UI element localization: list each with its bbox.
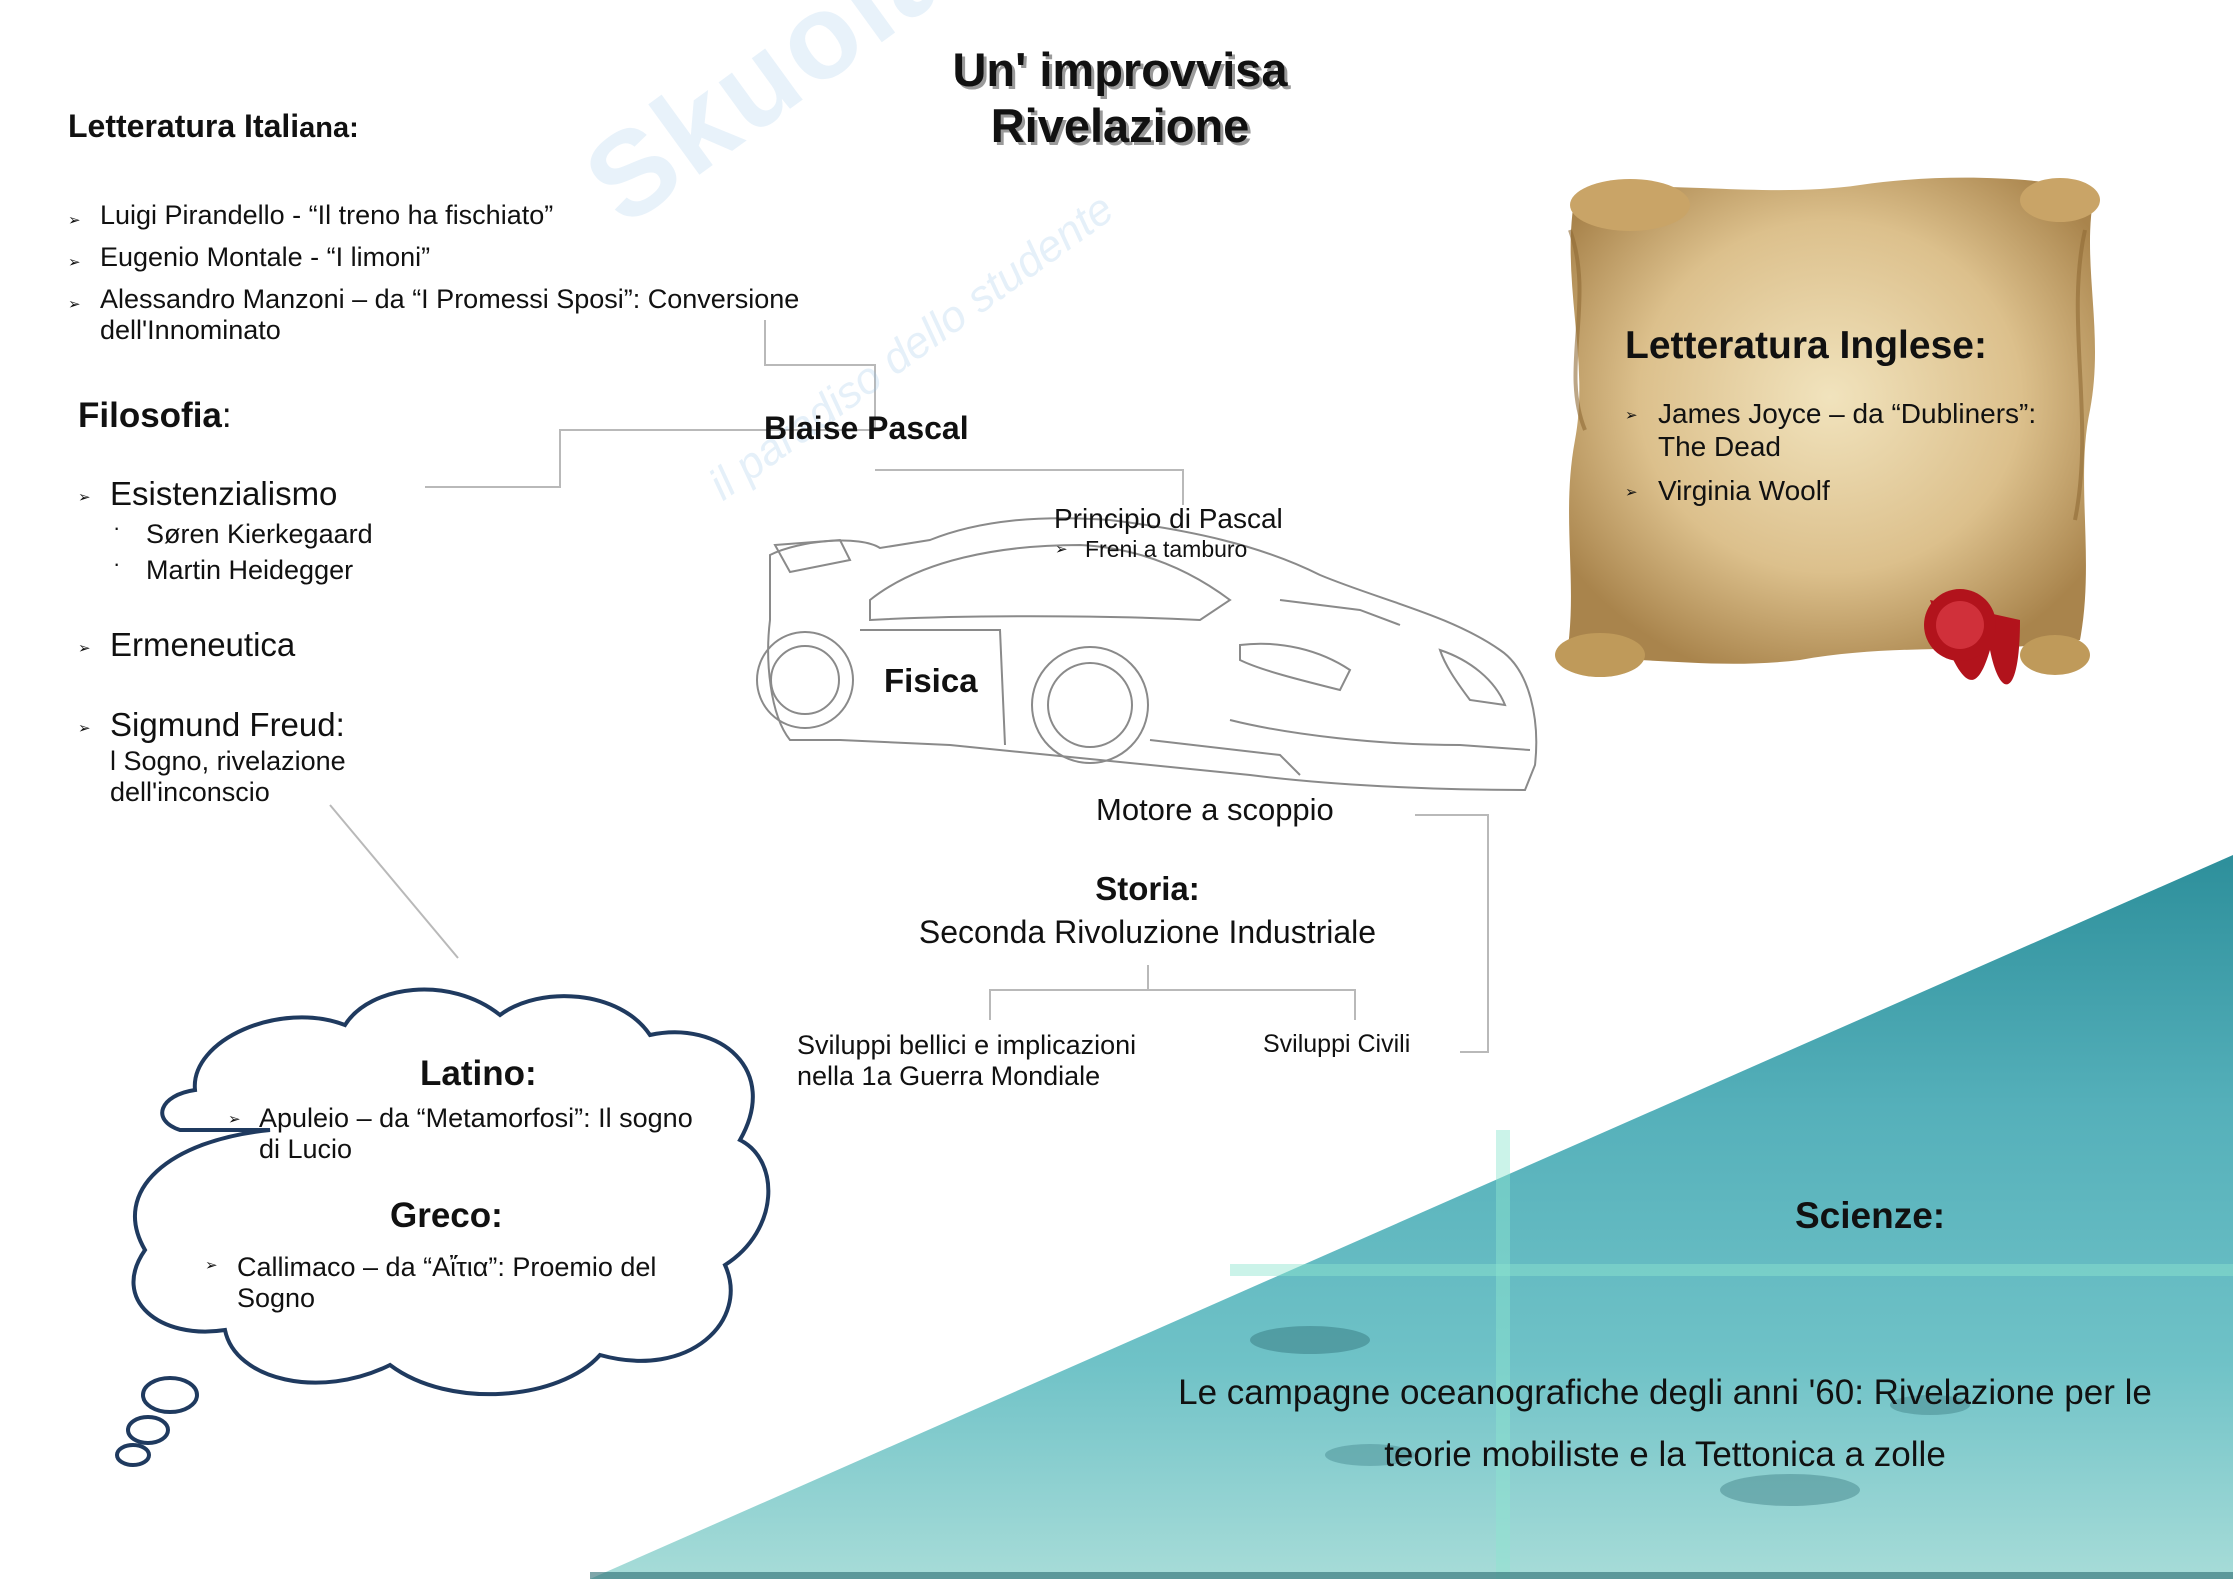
arrow-bullet-icon: ➢ [1625, 483, 1638, 501]
arrow-bullet-icon: ➢ [205, 1256, 218, 1274]
arrow-bullet-icon: ➢ [228, 1110, 241, 1128]
greco-item-line1: Callimaco – da “Aἴτια”: Proemio del [237, 1252, 656, 1283]
arrow-bullet-icon: ➢ [68, 247, 81, 278]
arrow-bullet-icon: ➢ [1625, 406, 1638, 424]
freud-label: Sigmund Freud: [110, 706, 345, 744]
italiana-heading-part1: Letteratura Itali [68, 108, 299, 144]
storia-subheading: Seconda Rivoluzione Industriale [880, 914, 1415, 951]
greco-heading: Greco: [390, 1196, 503, 1236]
dot-bullet-icon: · [113, 515, 120, 541]
arrow-bullet-icon: ➢ [78, 639, 91, 657]
latino-heading: Latino: [420, 1054, 537, 1094]
arrow-bullet-icon: ➢ [68, 205, 81, 236]
page-title: Un' improvvisa Rivelazione [880, 42, 1360, 154]
arrow-bullet-icon: ➢ [68, 289, 81, 320]
principio-pascal-label: Principio di Pascal [1054, 503, 1283, 535]
fisica-label: Fisica [884, 662, 978, 700]
freud-desc-1: l Sogno, rivelazione [110, 746, 346, 777]
freud-desc-2: dell'inconscio [110, 777, 270, 808]
title-line-1: Un' improvvisa [880, 42, 1360, 98]
sviluppi-bellici: Sviluppi bellici e implicazioni nella 1a… [797, 1030, 1136, 1092]
arrow-bullet-icon: ➢ [1055, 540, 1068, 558]
filosofia-heading: Filosofia: [78, 396, 232, 436]
greco-item-line2: Sogno [237, 1283, 315, 1314]
scienze-heading: Scienze: [1795, 1195, 1945, 1237]
italiana-heading-part2: ana: [299, 112, 359, 144]
arrow-bullet-icon: ➢ [78, 488, 91, 506]
latino-item: Apuleio – da “Metamorfosi”: Il sogno di … [259, 1103, 693, 1165]
storia-block: Storia: Seconda Rivoluzione Industriale [880, 870, 1415, 951]
blaise-pascal-label: Blaise Pascal [764, 410, 969, 447]
filosofia-list: ➢ Esistenzialismo · Søren Kierkegaard · … [78, 475, 498, 835]
kierkegaard-label: Søren Kierkegaard [146, 519, 373, 550]
freni-tamburo-label: Freni a tamburo [1085, 536, 1247, 563]
storia-heading: Storia: [880, 870, 1415, 908]
inglese-list: ➢ James Joyce – da “Dubliners”: The Dead… [1625, 398, 2075, 518]
motore-scoppio-label: Motore a scoppio [1096, 792, 1334, 828]
heidegger-label: Martin Heidegger [146, 555, 353, 586]
title-line-2: Rivelazione [880, 98, 1360, 154]
italiana-heading: Letteratura Italiana: [68, 108, 359, 145]
scienze-text: Le campagne oceanografiche degli anni '6… [1115, 1362, 2215, 1486]
inglese-heading: Letteratura Inglese: [1625, 324, 1987, 368]
arrow-bullet-icon: ➢ [78, 719, 91, 737]
sviluppi-civili: Sviluppi Civili [1263, 1030, 1410, 1059]
esistenzialismo-label: Esistenzialismo [110, 475, 337, 513]
ermeneutica-label: Ermeneutica [110, 626, 295, 664]
dot-bullet-icon: · [113, 551, 120, 577]
